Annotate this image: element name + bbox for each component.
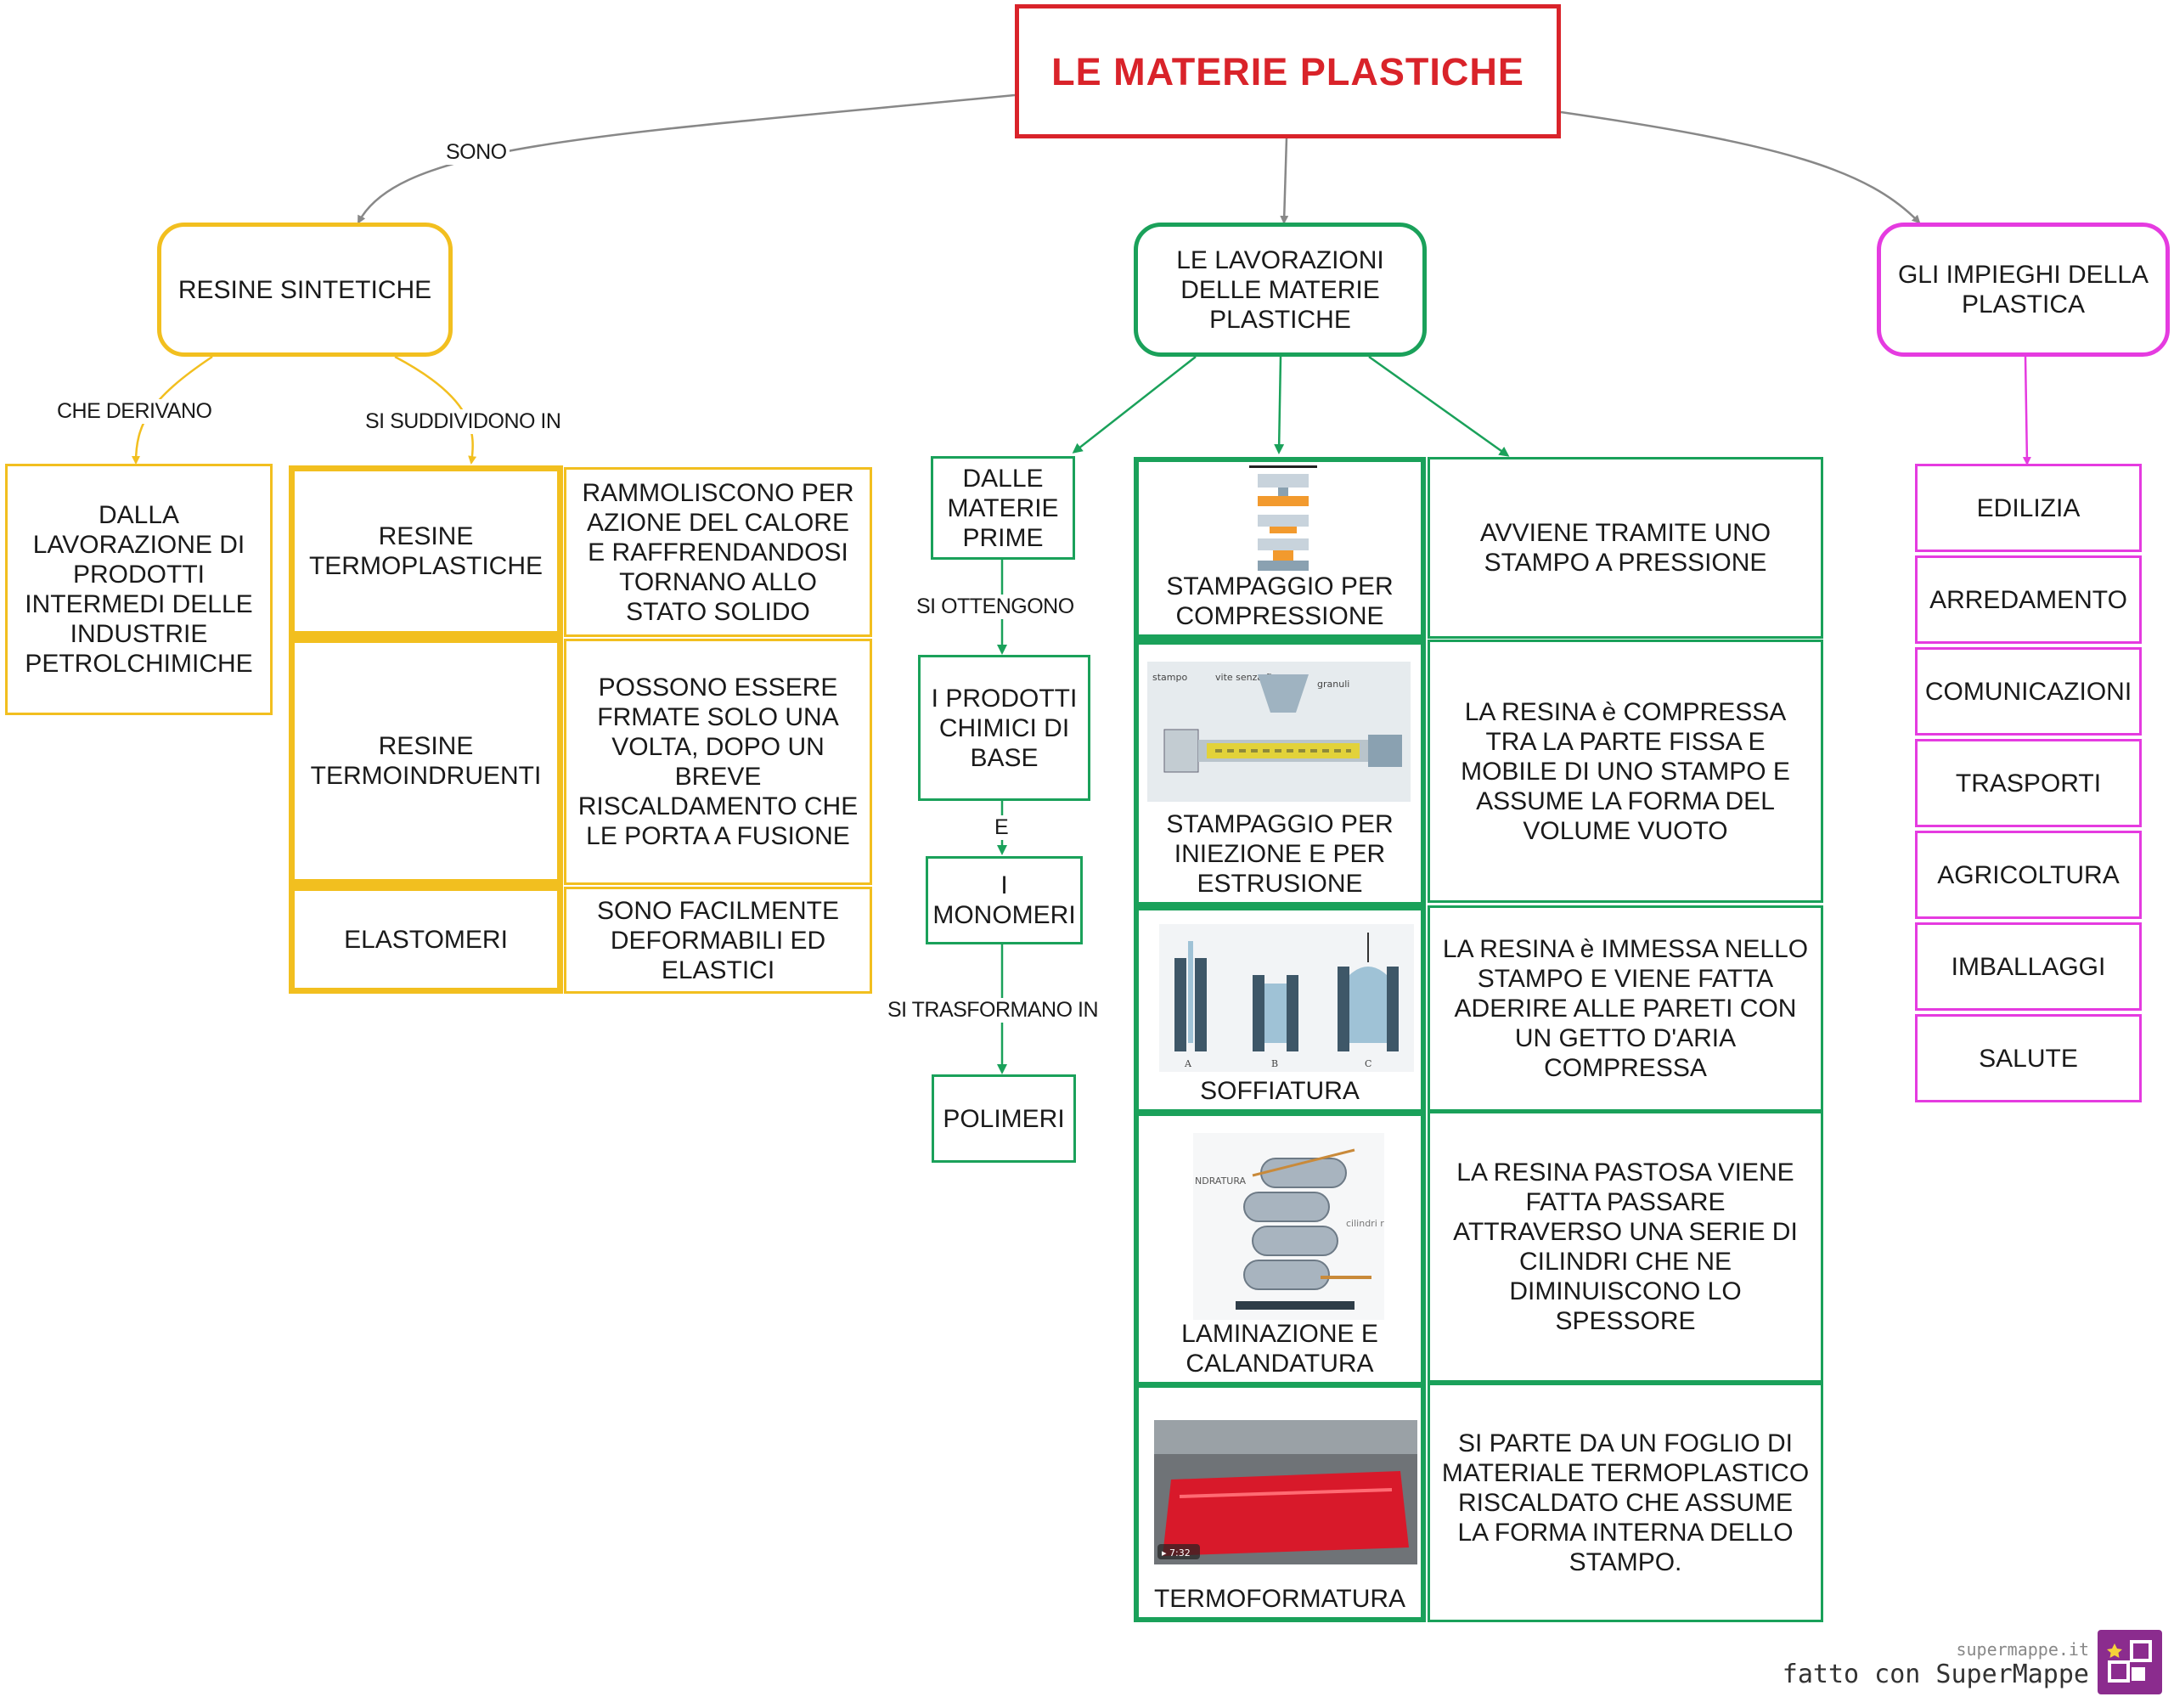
compression-mold-illustration bbox=[1249, 465, 1317, 571]
node-resine-origin: DALLA LAVORAZIONE DI PRODOTTI INTERMEDI … bbox=[5, 464, 273, 715]
link-label-si-trasformano: SI TRASFORMANO IN bbox=[885, 998, 1101, 1023]
label-stampo: stampo bbox=[1152, 672, 1187, 683]
process-desc-soffiatura: LA RESINA è IMMESSA NELLO STAMPO E VIENE… bbox=[1428, 905, 1823, 1112]
link-lav-desc bbox=[1368, 355, 1510, 457]
process-iniezione: stampo vite senza fine granuli STAMPAGGI… bbox=[1134, 640, 1426, 907]
node-desc-termoplastiche: RAMMOLISCONO PER AZIONE DEL CALORE E RAF… bbox=[564, 467, 872, 637]
node-type-elastomeri: ELASTOMERI bbox=[289, 885, 563, 994]
injection-machine-illustration: stampo vite senza fine granuli bbox=[1147, 662, 1411, 802]
process-name-compressione: STAMPAGGIO PER COMPRESSIONE bbox=[1166, 572, 1394, 630]
link-label-si-suddividono: SI SUDDIVIDONO IN bbox=[363, 409, 564, 434]
process-desc-termoformatura: SI PARTE DA UN FOGLIO DI MATERIALE TERMO… bbox=[1428, 1383, 1823, 1622]
process-name-iniezione: STAMPAGGIO PER INIEZIONE E PER ESTRUSION… bbox=[1166, 810, 1394, 898]
footer-brand: supermappe.it fatto con SuperMappe bbox=[1783, 1639, 2089, 1689]
node-type-termoindruenti: RESINE TERMOINDRUENTI bbox=[289, 637, 563, 885]
link-title-impieghi bbox=[1560, 110, 1921, 224]
label-granuli: granuli bbox=[1317, 679, 1349, 690]
node-impieghi: GLI IMPIEGHI DELLA PLASTICA bbox=[1877, 223, 2170, 357]
link-label-che-derivano: CHE DERIVANO bbox=[54, 399, 215, 424]
process-name-laminazione: LAMINAZIONE E CALANDATURA bbox=[1181, 1320, 1378, 1378]
link-title-lavorazioni bbox=[1280, 137, 1289, 224]
label-blow-b: B bbox=[1271, 1058, 1278, 1069]
process-desc-iniezione: LA RESINA è COMPRESSA TRA LA PARTE FISSA… bbox=[1428, 640, 1823, 903]
link-lav-chain bbox=[1072, 356, 1197, 454]
impiego-item: SALUTE bbox=[1915, 1014, 2142, 1102]
node-desc-termoindruenti: POSSONO ESSERE FRMATE SOLO UNA VOLTA, DO… bbox=[564, 639, 872, 885]
link-impieghi-list bbox=[2022, 356, 2031, 465]
node-materie-prime: DALLE MATERIE PRIME bbox=[931, 456, 1075, 560]
process-laminazione: NDRATURA cilindri riscald LAMINAZIONE E … bbox=[1134, 1111, 1426, 1387]
process-desc-laminazione: LA RESINA PASTOSA VIENE FATTA PASSARE AT… bbox=[1428, 1111, 1823, 1383]
link-label-e: E bbox=[992, 815, 1011, 840]
node-lavorazioni: LE LAVORAZIONI DELLE MATERIE PLASTICHE bbox=[1134, 223, 1427, 357]
footer-site: supermappe.it bbox=[1956, 1639, 2089, 1660]
node-prodotti-chimici: I PRODOTTI CHIMICI DI BASE bbox=[918, 655, 1090, 801]
process-name-termoformatura: TERMOFORMATURA bbox=[1153, 1585, 1406, 1613]
impiego-item: ARREDAMENTO bbox=[1915, 555, 2142, 644]
footer-credit: fatto con SuperMappe bbox=[1782, 1660, 2089, 1689]
node-type-termoplastiche: RESINE TERMOPLASTICHE bbox=[289, 465, 563, 637]
process-compressione: STAMPAGGIO PER COMPRESSIONE bbox=[1134, 457, 1426, 640]
process-soffiatura: A B C SOFFIATURA bbox=[1134, 905, 1426, 1114]
link-label-si-ottengono: SI OTTENGONO bbox=[914, 595, 1077, 619]
supermappe-logo-icon bbox=[2098, 1630, 2162, 1694]
node-desc-elastomeri: SONO FACILMENTE DEFORMABILI ED ELASTICI bbox=[564, 887, 872, 994]
link-lav-proc bbox=[1274, 356, 1285, 454]
node-resine-sintetiche: RESINE SINTETICHE bbox=[157, 223, 453, 357]
impiego-item: AGRICOLTURA bbox=[1915, 831, 2142, 919]
process-termoformatura: ▸ 7:32 TERMOFORMATURA bbox=[1134, 1383, 1426, 1622]
impiego-item: TRASPORTI bbox=[1915, 739, 2142, 827]
video-duration: ▸ 7:32 bbox=[1162, 1547, 1191, 1559]
node-monomeri: I MONOMERI bbox=[926, 856, 1083, 944]
impiego-item: IMBALLAGGI bbox=[1915, 922, 2142, 1011]
process-desc-compressione: AVVIENE TRAMITE UNO STAMPO A PRESSIONE bbox=[1428, 457, 1823, 639]
link-label-sono: SONO bbox=[443, 140, 510, 165]
node-polimeri: POLIMERI bbox=[932, 1074, 1076, 1163]
calender-rollers-illustration: NDRATURA cilindri riscald bbox=[1193, 1133, 1384, 1320]
label-blow-a: A bbox=[1184, 1058, 1192, 1069]
process-name-soffiatura: SOFFIATURA bbox=[1200, 1077, 1360, 1105]
blow-molding-illustration: A B C bbox=[1159, 924, 1414, 1072]
page-title: LE MATERIE PLASTICHE bbox=[1015, 4, 1561, 138]
label-cilindri: cilindri riscald bbox=[1346, 1218, 1384, 1229]
thermoforming-photo-illustration: ▸ 7:32 bbox=[1154, 1420, 1417, 1564]
link-title-resine bbox=[357, 93, 1016, 224]
impiego-item: COMUNICAZIONI bbox=[1915, 647, 2142, 736]
label-blow-c: C bbox=[1365, 1058, 1371, 1069]
impiego-item: EDILIZIA bbox=[1915, 464, 2142, 552]
label-calandratura: NDRATURA bbox=[1195, 1175, 1247, 1187]
